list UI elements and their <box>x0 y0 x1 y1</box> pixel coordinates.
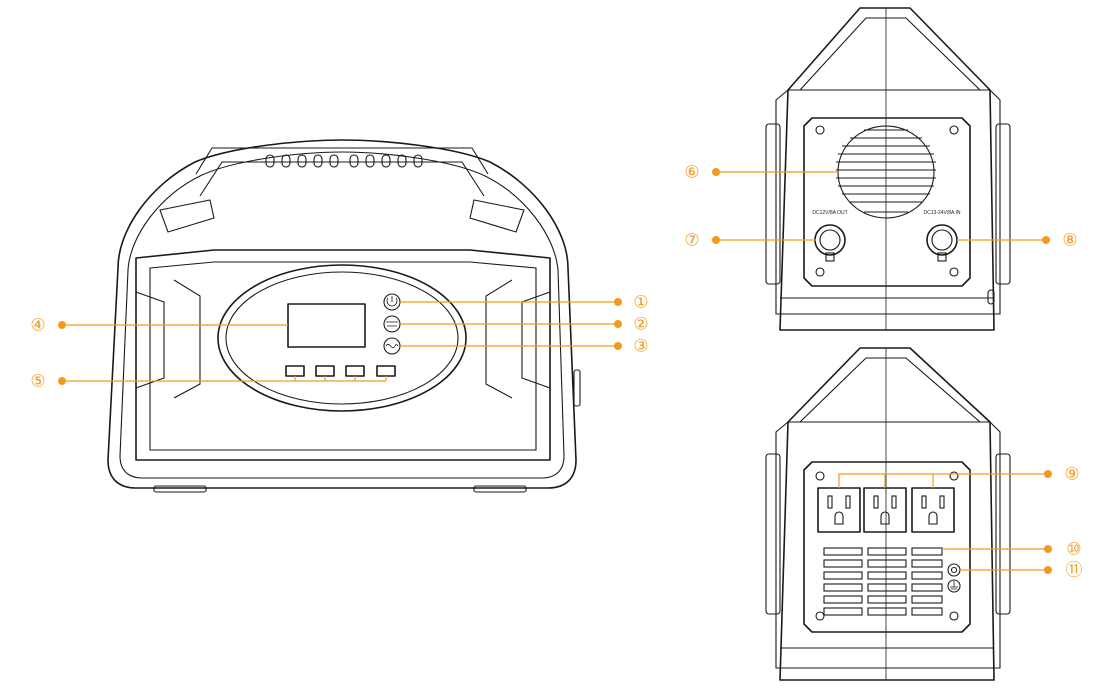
callout-11: ⑪ <box>1066 561 1083 580</box>
dc-button-icon <box>383 315 401 333</box>
ac-vent <box>823 547 943 616</box>
callout-4: ④ <box>30 316 45 335</box>
callout-8: ⑧ <box>1062 231 1077 250</box>
usb-port-4 <box>376 365 396 377</box>
callout-10: ⑩ <box>1066 540 1081 559</box>
callout-labels: ① ② ③ ④ ⑤ ⑥ ⑦ ⑧ ⑨ ⑩ ⑪ <box>30 163 1082 580</box>
callout-3: ③ <box>633 337 648 356</box>
usb-port-3 <box>345 365 365 377</box>
lcd-screen <box>287 303 366 348</box>
callout-1: ① <box>633 293 648 312</box>
usb-port-1 <box>285 365 305 377</box>
ac-outlet-3 <box>911 487 955 533</box>
callout-leaders <box>58 168 1052 574</box>
dc-in-label: DC13-24V/8A IN <box>924 210 961 216</box>
front-view <box>107 139 581 493</box>
handle-slots <box>265 154 423 168</box>
ac-outlet-1 <box>817 487 861 533</box>
callout-2: ② <box>633 315 648 334</box>
usb-port-2 <box>315 365 335 377</box>
side-view-dc: DC12V/8A OUT DC13-24V/8A IN <box>765 7 1011 331</box>
ac-outlet-2 <box>863 487 907 533</box>
callout-9: ⑨ <box>1064 465 1079 484</box>
callout-7: ⑦ <box>684 231 699 250</box>
fan-vent <box>836 125 936 219</box>
ground-terminal-icon <box>947 579 961 593</box>
side-view-ac <box>765 347 1011 681</box>
callout-6: ⑥ <box>684 163 699 182</box>
callout-5: ⑤ <box>30 372 45 391</box>
dc-out-label: DC12V/8A OUT <box>812 210 847 216</box>
fuse-icon <box>947 563 961 577</box>
ac-outlets <box>817 487 955 533</box>
